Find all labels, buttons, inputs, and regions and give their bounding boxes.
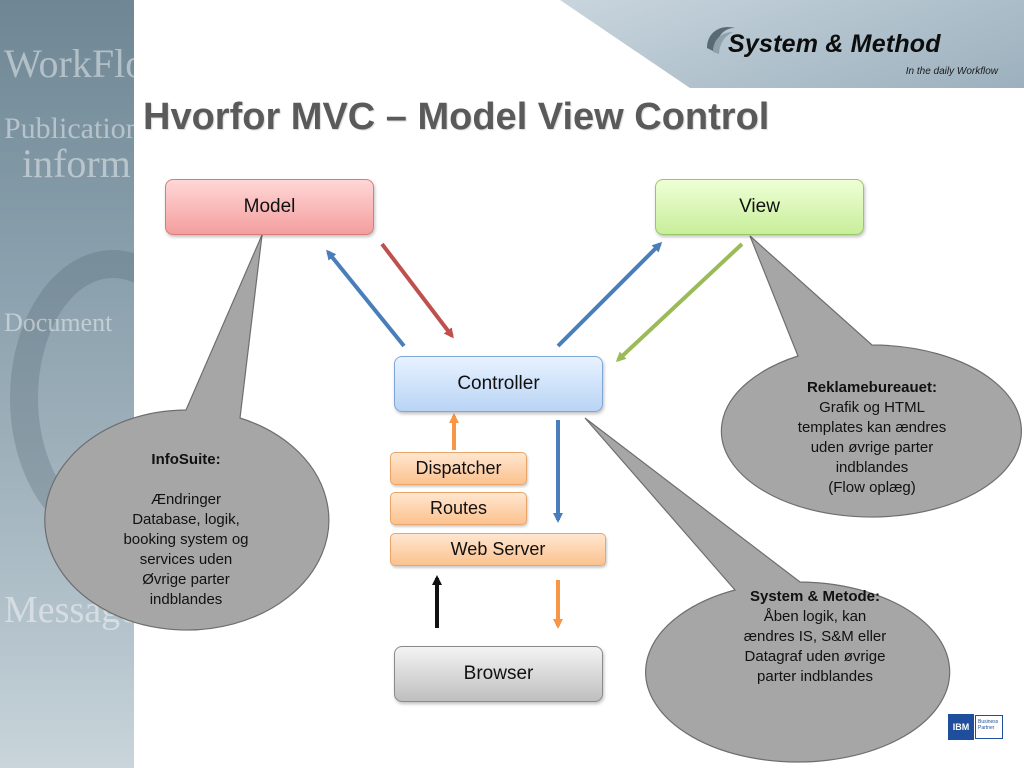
strip-word-workflow: WorkFlow — [4, 41, 134, 86]
strip-word-inform: inform — [22, 141, 131, 186]
callout-system-metode-line: Datagraf uden øvrige — [744, 648, 886, 665]
callout-reklame-line: indblandes — [835, 459, 909, 476]
callout-infosuite-line: Øvrige parter — [142, 571, 230, 588]
strip-word-publication: Publication — [4, 112, 134, 145]
callout-infosuite-line: Ændringer — [150, 491, 222, 508]
ibm-logo: IBM — [948, 714, 974, 740]
callout-reklame-bubble — [720, 235, 1022, 518]
routes-box: Routes — [390, 492, 527, 525]
callout-infosuite-title: InfoSuite: — [151, 451, 221, 468]
callout-reklame-line: uden øvrige parter — [810, 439, 934, 456]
callout-infosuite-text: InfoSuite: Ændringer Database, logik, bo… — [96, 450, 276, 610]
model-box: Model — [165, 179, 374, 235]
callout-system-metode-line: ændres IS, S&M eller — [743, 628, 887, 645]
company-tagline: In the daily Workflow — [905, 66, 998, 77]
web-server-box: Web Server — [390, 533, 606, 566]
callout-reklame-line: (Flow oplæg) — [828, 479, 916, 496]
left-decorative-strip: WorkFlow Publication inform Document Mes… — [0, 0, 134, 768]
company-logo-text: System & Method — [728, 30, 941, 58]
callout-infosuite-line: booking system og — [123, 531, 249, 548]
logo-swoosh-icon — [707, 26, 735, 54]
callout-infosuite-line: Database, logik, — [132, 511, 240, 528]
browser-box: Browser — [394, 646, 603, 702]
callout-reklame-text: Reklamebureauet: Grafik og HTML template… — [752, 378, 992, 498]
callout-system-metode-text: System & Metode: Åben logik, kan ændres … — [700, 587, 930, 687]
callout-system-metode-line: parter indblandes — [757, 668, 873, 685]
strip-word-document: Document — [4, 308, 113, 337]
callout-system-metode-bubble — [584, 417, 951, 763]
callout-reklame-line: Grafik og HTML — [819, 399, 925, 416]
business-partner-label: Business Partner — [975, 715, 1003, 739]
ibm-business-partner-badge: IBM Business Partner — [948, 714, 1004, 742]
arrow-view-to-controller — [615, 242, 744, 363]
arrow-controller-to-view — [556, 241, 663, 348]
callout-reklame-title: Reklamebureauet: — [806, 379, 938, 396]
arrow-controller-to-model — [326, 249, 406, 348]
callout-infosuite-line: services uden — [139, 551, 233, 568]
page-title: Hvorfor MVC – Model View Control — [143, 96, 770, 138]
arrow-model-to-controller — [380, 242, 454, 339]
dispatcher-box: Dispatcher — [390, 452, 527, 485]
callout-system-metode-title: System & Metode: — [749, 588, 881, 605]
callout-infosuite-line: indblandes — [149, 591, 223, 608]
controller-box: Controller — [394, 356, 603, 412]
callout-reklame-line: templates kan ændres — [797, 419, 947, 436]
view-box: View — [655, 179, 864, 235]
callout-system-metode-line: Åben logik, kan — [763, 608, 867, 625]
callout-infosuite-bubble — [44, 234, 330, 631]
